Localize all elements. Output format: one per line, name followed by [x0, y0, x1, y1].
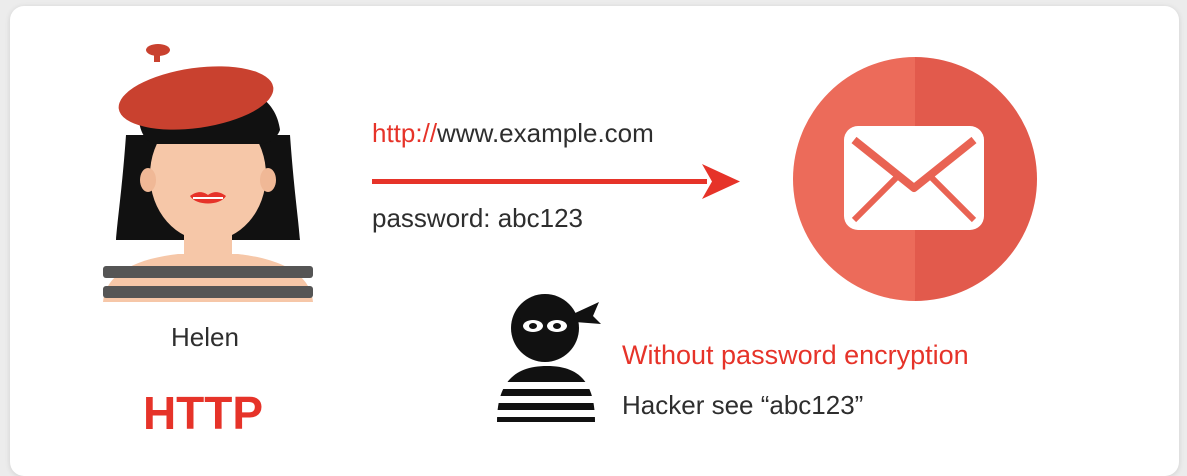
request-url: http://www.example.com [372, 118, 654, 149]
woman-beret-icon [98, 40, 318, 310]
person-name: Helen [130, 322, 280, 353]
url-scheme: http:// [372, 118, 437, 148]
envelope-icon [792, 56, 1038, 302]
protocol-label: HTTP [118, 386, 288, 440]
request-arrow-icon [372, 162, 744, 202]
warning-text: Without password encryption [622, 340, 969, 371]
hacker-sees-text: Hacker see “abc123” [622, 390, 863, 421]
password-text: password: abc123 [372, 203, 583, 234]
url-host: www.example.com [437, 118, 654, 148]
masked-hacker-icon [495, 290, 605, 426]
